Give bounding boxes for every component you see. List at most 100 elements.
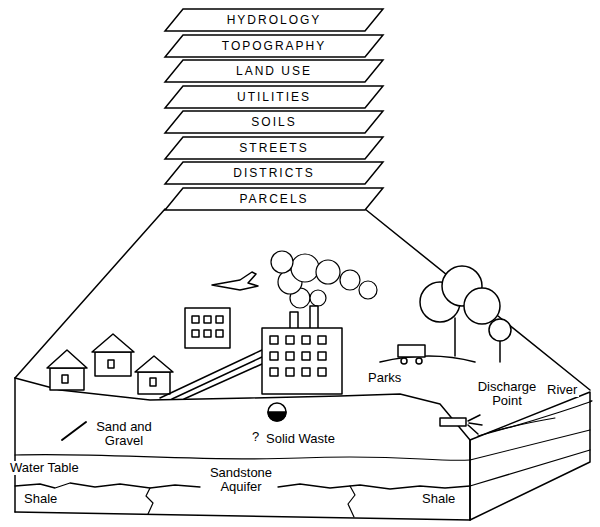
layer-name: HYDROLOGY — [227, 13, 322, 27]
layer-slab: TOPOGRAPHY — [165, 35, 383, 57]
layer-name: DISTRICTS — [233, 166, 314, 180]
house — [95, 352, 131, 376]
park-bench — [398, 345, 425, 364]
office-building — [185, 308, 230, 348]
office-building — [192, 330, 199, 337]
park-bench — [398, 345, 425, 357]
factory — [286, 352, 294, 360]
ground-block — [15, 512, 470, 520]
factory — [302, 336, 310, 344]
discharge-pipe — [468, 415, 480, 421]
street — [160, 350, 262, 398]
house — [50, 368, 84, 390]
discharge-pipe — [440, 415, 482, 434]
factory — [262, 306, 342, 394]
tree — [464, 288, 500, 324]
layer-name: STREETS — [239, 141, 308, 155]
layer-name: TOPOGRAPHY — [222, 39, 326, 53]
factory — [302, 368, 310, 376]
tree — [489, 319, 511, 341]
ground-block — [15, 378, 590, 520]
hill-contour — [380, 356, 475, 362]
street — [184, 364, 262, 399]
factory — [318, 352, 326, 360]
shale-boundary — [15, 483, 200, 488]
hill-contour — [380, 356, 475, 362]
slab-outline — [165, 162, 383, 184]
layer-slab: PARCELS — [165, 188, 383, 210]
office-building — [185, 308, 230, 348]
factory — [318, 336, 326, 344]
smoke — [291, 254, 319, 282]
factory — [270, 336, 278, 344]
pyramid-edge — [365, 209, 590, 390]
smoke — [271, 251, 377, 308]
house — [108, 360, 114, 368]
storage-tank — [268, 403, 286, 421]
factory — [270, 352, 278, 360]
shale-boundary — [278, 484, 470, 489]
house — [47, 334, 173, 394]
well-pipe — [62, 422, 86, 440]
smoke — [310, 290, 326, 306]
layer-slab: UTILITIES — [165, 86, 383, 108]
layer-slab: SOILS — [165, 111, 383, 133]
layer-name: SOILS — [251, 115, 296, 129]
slab-outline — [165, 9, 383, 31]
factory — [318, 368, 326, 376]
layer-name: PARCELS — [239, 192, 308, 206]
house — [92, 334, 134, 352]
office-building — [204, 316, 211, 323]
layer-slab: STREETS — [165, 137, 383, 159]
ground-block — [14, 378, 16, 512]
park-bench — [416, 358, 422, 364]
layer-slab: HYDROLOGY — [165, 9, 383, 31]
river — [490, 418, 555, 432]
slab-outline — [165, 86, 383, 108]
feature-label: River — [545, 383, 579, 397]
feature-label: Parks — [366, 371, 403, 385]
slab-outline — [165, 111, 383, 133]
slab-outline — [165, 137, 383, 159]
layer-slab: DISTRICTS — [165, 162, 383, 184]
ground-block — [469, 440, 471, 520]
pyramid-edge — [15, 209, 165, 378]
factory — [302, 352, 310, 360]
shale-boundary — [15, 450, 590, 489]
shale-crack — [348, 486, 355, 517]
house — [135, 356, 173, 372]
feature-label: ? — [250, 430, 261, 444]
factory — [310, 306, 318, 330]
discharge-pipe — [440, 418, 466, 426]
airplane — [212, 272, 258, 290]
smoke — [271, 251, 293, 273]
smoke — [316, 260, 340, 284]
street — [160, 350, 262, 399]
slab-outline — [165, 60, 383, 82]
factory — [262, 328, 342, 394]
airplane — [212, 272, 258, 290]
feature-label: Solid Waste — [264, 432, 337, 446]
slab-outline — [165, 35, 383, 57]
feature-label: Sand and Gravel — [93, 420, 155, 448]
office-building — [192, 316, 199, 323]
tree — [420, 266, 511, 362]
house — [47, 350, 87, 368]
smoke — [340, 270, 360, 290]
feature-label: Shale — [420, 492, 457, 506]
office-building — [216, 316, 223, 323]
slab-outline — [165, 188, 383, 210]
tree — [454, 318, 456, 356]
feature-label: Sandstone Aquifer — [206, 466, 276, 494]
park-bench — [401, 358, 407, 364]
office-building — [216, 330, 223, 337]
feature-label: Discharge Point — [474, 380, 540, 408]
house — [150, 378, 156, 386]
office-building — [204, 330, 211, 337]
factory — [286, 336, 294, 344]
street — [172, 357, 262, 399]
shale-crack — [146, 488, 153, 514]
discharge-pipe — [469, 423, 482, 425]
well-pipe — [62, 422, 86, 440]
